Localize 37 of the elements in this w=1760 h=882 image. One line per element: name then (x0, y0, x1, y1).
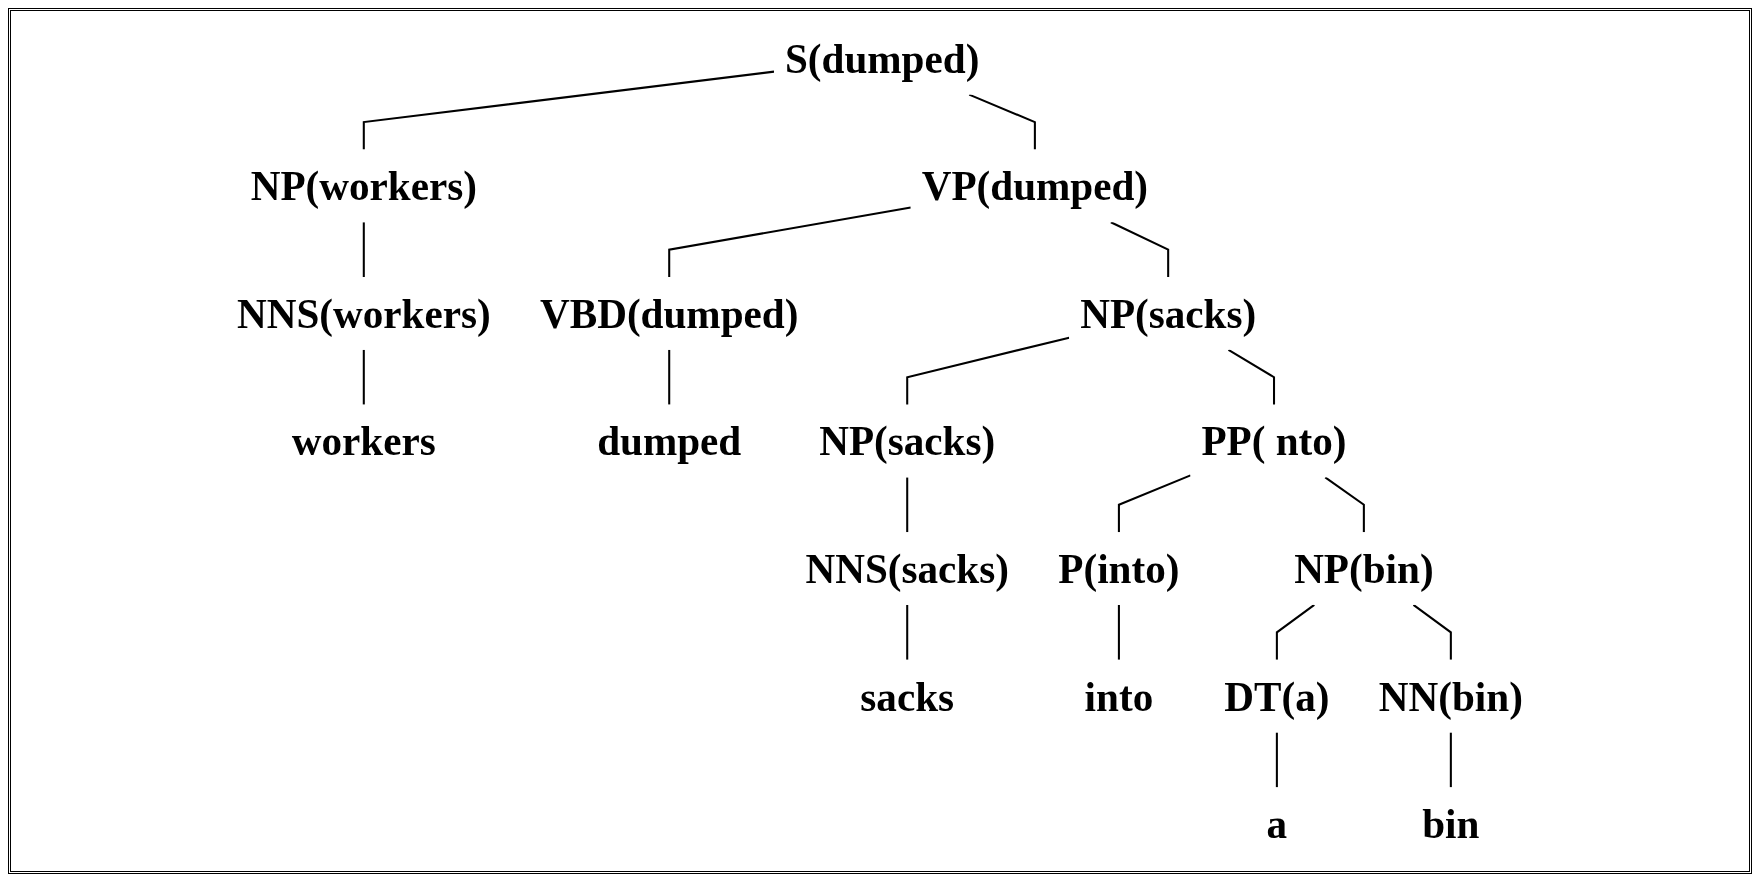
connector (1449, 732, 1452, 788)
node-text: VBD(dumped) (540, 290, 799, 337)
node-text: P(into) (1058, 545, 1180, 592)
node-text: dumped (597, 418, 742, 464)
node-text: DT(a) (1224, 673, 1330, 719)
node-text: NNS(workers) (237, 290, 491, 337)
connector (906, 604, 909, 660)
node-text: into (1084, 673, 1154, 719)
node-text: S(dumped) (785, 35, 980, 81)
connector (668, 349, 671, 405)
connector (1275, 732, 1278, 788)
connector (1110, 221, 1170, 278)
connector (1412, 604, 1452, 660)
connector (1117, 604, 1121, 660)
connector (668, 206, 911, 278)
node-text: VP(dumped) (921, 163, 1149, 209)
connector (362, 70, 775, 150)
node-text: sacks (860, 673, 955, 719)
node-text: bin (1422, 801, 1480, 847)
node-text: NP(bin) (1294, 545, 1434, 592)
node-text: NP(sacks) (1080, 290, 1257, 337)
connector (1228, 348, 1276, 405)
connector (362, 222, 365, 278)
connector (906, 477, 909, 533)
connector (906, 336, 1070, 405)
node-text: workers (291, 418, 436, 464)
connector (1275, 604, 1315, 660)
connector (968, 93, 1036, 150)
node-text: PP( nto) (1201, 418, 1347, 464)
node-text: NNS(sacks) (805, 545, 1010, 592)
node-text: NP(sacks) (819, 418, 996, 464)
node-text: NP(workers) (250, 163, 478, 209)
node-text: NN(bin) (1378, 673, 1523, 719)
node-text: a (1266, 801, 1288, 847)
connector (362, 349, 365, 405)
connector (1117, 474, 1191, 533)
connector (1324, 476, 1365, 533)
